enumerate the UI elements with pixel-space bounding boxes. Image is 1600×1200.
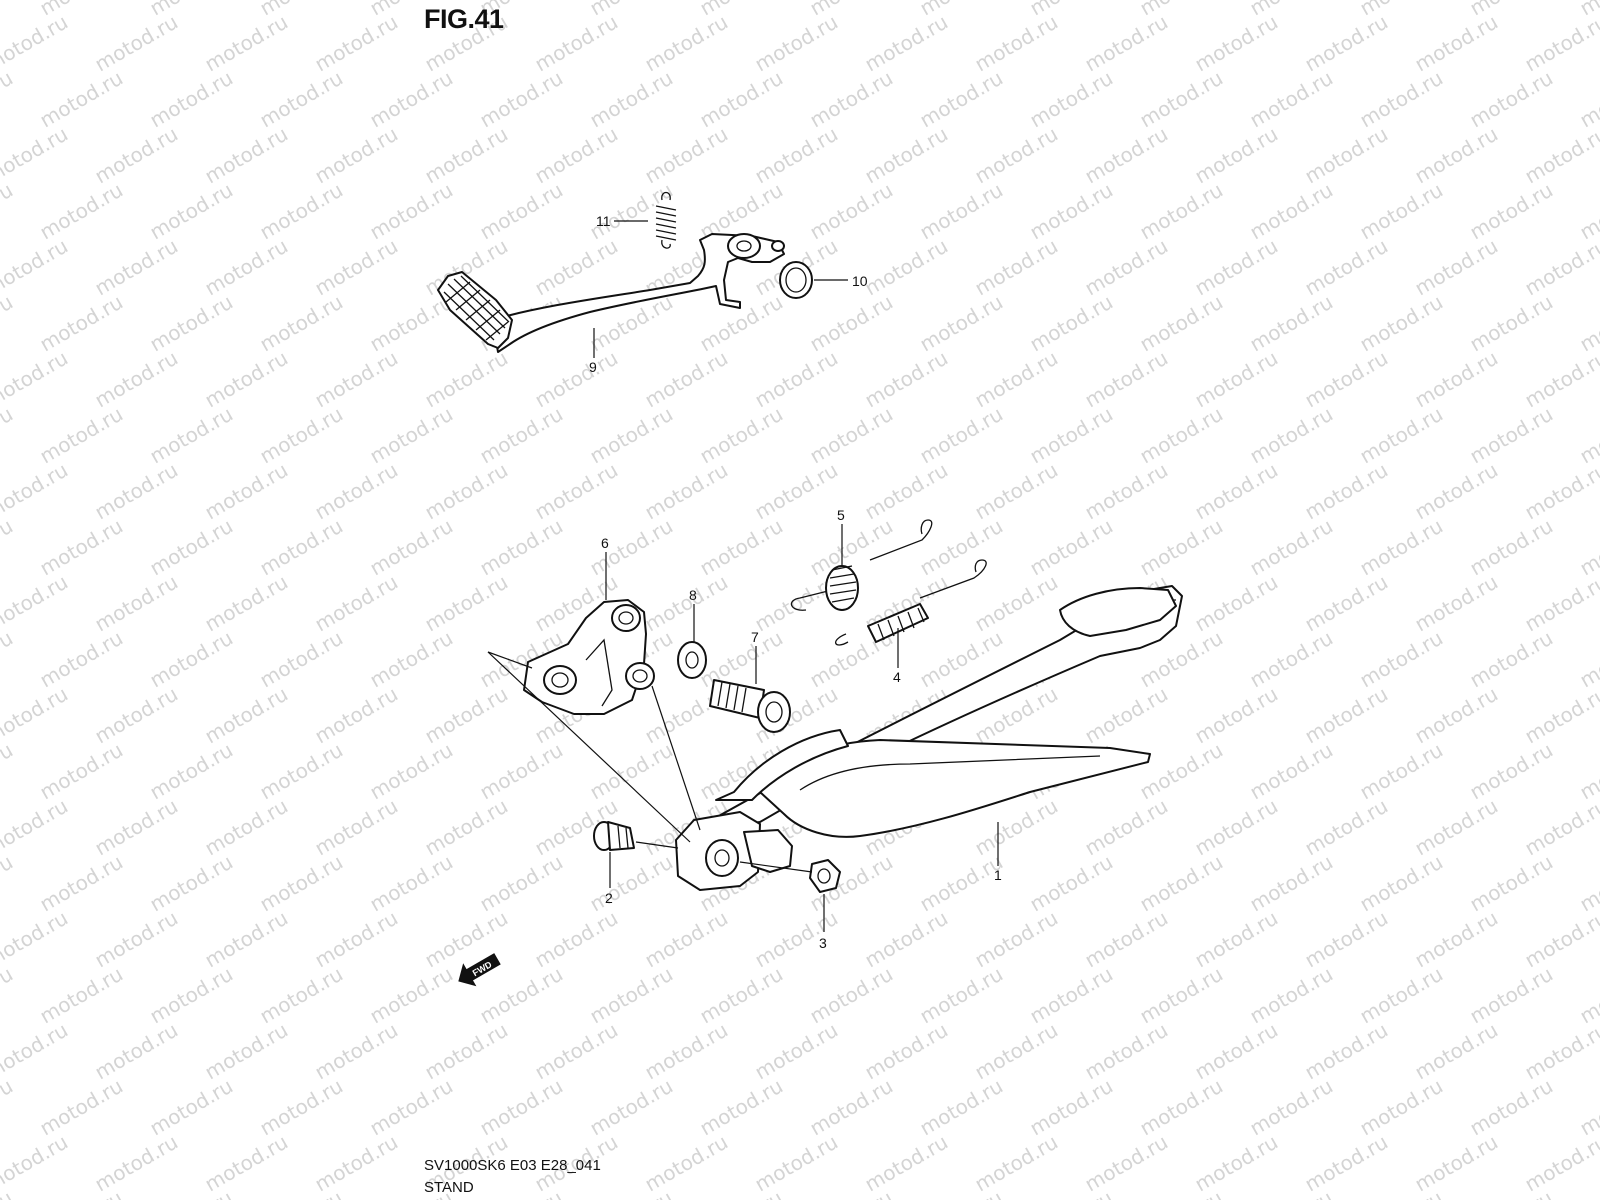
side-stand — [675, 585, 1183, 891]
stand-bracket — [523, 599, 655, 715]
callout-labels: 1 2 3 4 5 6 7 8 9 10 11 — [589, 213, 1002, 951]
pivot-bolt-2 — [593, 821, 635, 851]
model-code: SV1000SK6 E03 E28_041 — [424, 1157, 601, 1174]
callout-7: 7 — [751, 629, 759, 645]
figure-title: FIG.41 — [424, 4, 504, 34]
callout-3: 3 — [819, 935, 827, 951]
fwd-arrow-icon: FWD — [458, 953, 501, 987]
callout-1: 1 — [994, 867, 1002, 883]
bolt-7 — [709, 679, 791, 733]
nut-3 — [809, 859, 841, 893]
callout-11: 11 — [596, 213, 611, 229]
stand-spring-5 — [790, 519, 933, 611]
washer-10 — [779, 261, 813, 299]
callout-9: 9 — [589, 359, 597, 375]
leader-lines — [593, 220, 999, 932]
section-name: STAND — [424, 1179, 474, 1196]
pedal-return-spring — [655, 191, 677, 249]
callout-8: 8 — [689, 587, 697, 603]
callout-2: 2 — [605, 890, 613, 906]
callout-6: 6 — [601, 535, 609, 551]
callout-4: 4 — [893, 669, 901, 685]
callout-10: 10 — [852, 273, 868, 289]
assembly-guide-lines — [487, 651, 813, 873]
callout-5: 5 — [837, 507, 845, 523]
stand-spring-4 — [835, 559, 987, 646]
shift-pedal — [437, 233, 785, 353]
washer-8 — [677, 641, 707, 679]
